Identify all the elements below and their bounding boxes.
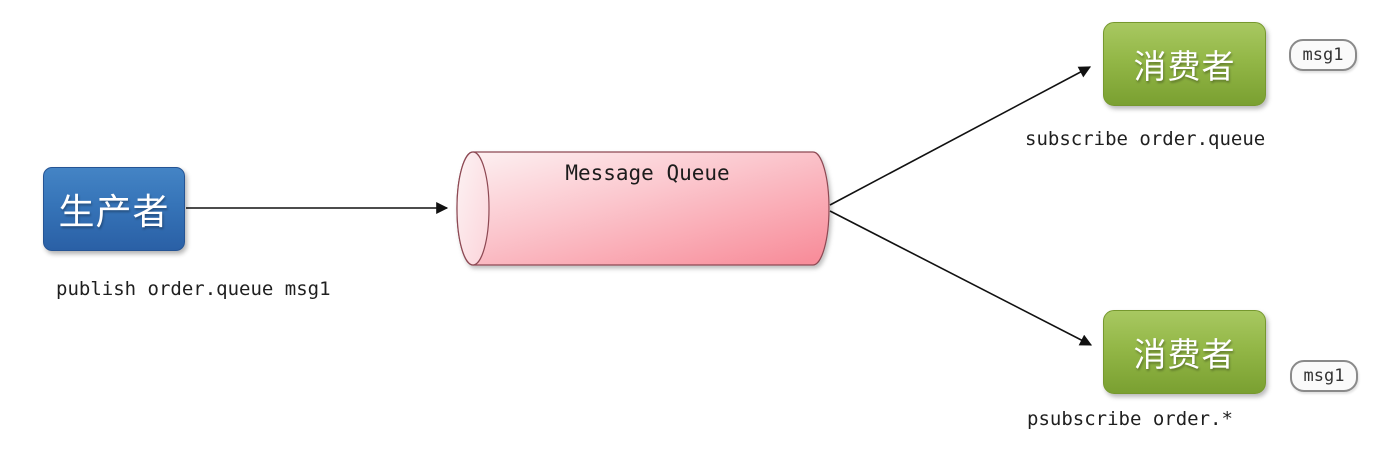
- message-queue-cylinder-icon: [456, 151, 830, 266]
- consumer-2-caption: psubscribe order.*: [1027, 408, 1233, 430]
- consumer-2-label: 消费者: [1133, 335, 1236, 374]
- consumer-1-label: 消费者: [1133, 47, 1236, 86]
- consumer-1-caption: subscribe order.queue: [1025, 128, 1266, 150]
- arrow-queue-to-consumer-1: [829, 66, 1092, 206]
- message-badge-1-label: msg1: [1302, 45, 1344, 65]
- producer-node: 生产者: [43, 167, 185, 251]
- message-badge-2-label: msg1: [1303, 366, 1345, 386]
- producer-label: 生产者: [58, 192, 170, 233]
- queue-label: Message Queue: [565, 161, 730, 185]
- consumer-node-1: 消费者: [1103, 22, 1266, 106]
- producer-caption: publish order.queue msg1: [56, 278, 331, 300]
- message-badge-1: msg1: [1289, 39, 1357, 71]
- message-badge-2: msg1: [1290, 360, 1358, 392]
- consumer-node-2: 消费者: [1103, 310, 1266, 394]
- arrow-queue-to-consumer-2: [829, 210, 1093, 346]
